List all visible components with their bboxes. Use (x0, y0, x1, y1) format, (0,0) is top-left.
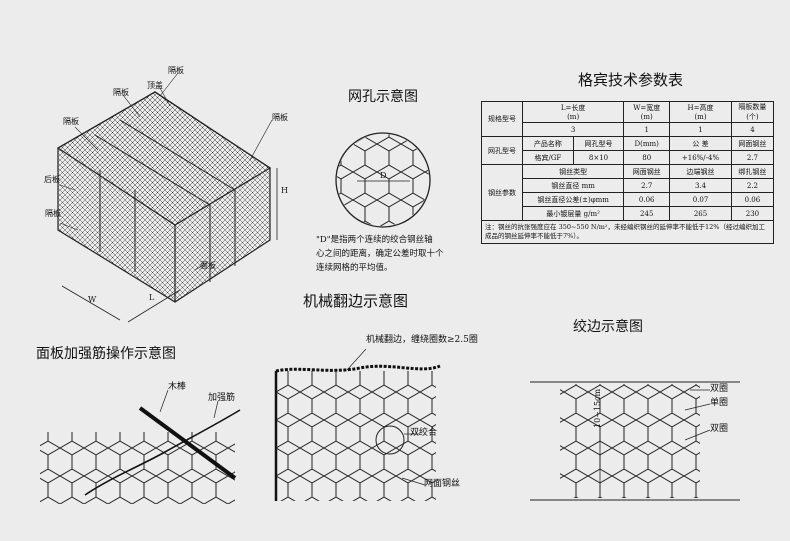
wire-r2-c1: 245 (623, 206, 671, 221)
mesh-hole-desc-1: "D"是指两个连续的绞合钢丝轴 (316, 235, 433, 245)
box-dim-w: W (88, 295, 97, 304)
wire-r0-c1: 2.7 (623, 178, 671, 193)
wire-col-0: 钢丝类型 (521, 164, 625, 179)
panel-rib-label: 加强筋 (208, 393, 236, 403)
mesh-hole-d-label: D (380, 171, 387, 180)
box-label-partition-far: 隔板 (63, 117, 79, 126)
mesh-hole-desc-2: 心之间的距离，确定公差时取十个 (316, 249, 444, 259)
wire-col-1: 网面钢丝 (623, 164, 671, 179)
box-label-back-panel: 后板 (44, 175, 60, 184)
edge-fold-twist-label: 双绞合 (410, 428, 438, 438)
spec-val-w: 1 (623, 122, 671, 137)
panel-rib-drawing (40, 389, 241, 504)
spec-col-partitions: 隔板数量 (个) (730, 101, 775, 123)
spec-note: 注：钢丝的抗张强度应在 350~550 N/m²，未经编织钢丝的延伸率不能低于1… (481, 220, 774, 244)
box-label-face-panel: 面板 (200, 261, 216, 270)
wire-col-3: 绑扎钢丝 (730, 164, 775, 179)
spec-header-spec: 规格型号 (481, 101, 523, 137)
mesh-val-1: 8×10 (572, 150, 625, 165)
mesh-hole-drawing (335, 132, 431, 228)
twist-edge-label-double-bottom: 双圈 (710, 424, 729, 434)
spec-col-h: H=高度 (m) (669, 101, 732, 123)
spec-header-wire: 钢丝参数 (481, 164, 523, 221)
mesh-val-2: 80 (623, 150, 671, 165)
wire-r1-c1: 0.06 (623, 192, 671, 207)
wire-r2-c2: 265 (669, 206, 732, 221)
mesh-col-1: 网孔型号 (572, 136, 625, 151)
wire-r0-c3: 2.2 (730, 178, 775, 193)
spec-val-h: 1 (669, 122, 732, 137)
wire-r0-c2: 3.4 (669, 178, 732, 193)
spec-table: 规格型号 L=长度 (m) W=宽度 (m) H=高度 (m) 隔板数量 (个)… (481, 101, 775, 244)
wire-r0-c0: 钢丝直径 mm (521, 178, 625, 193)
box-label-partition-top: 隔板 (168, 66, 184, 75)
panel-stick-label: 木棒 (168, 382, 187, 392)
panel-title: 面板加强筋操作示意图 (36, 346, 176, 362)
spec-col-w: W=宽度 (m) (623, 101, 671, 123)
twist-edge-drawing (530, 381, 740, 501)
twist-edge-label-single: 单圈 (710, 398, 729, 408)
spec-col-l: L=长度 (m) (521, 101, 625, 123)
box-label-partition-bottom: 隔板 (45, 209, 61, 218)
mesh-col-2: D(mm) (623, 136, 671, 151)
spec-val-l: 3 (521, 122, 625, 137)
wire-col-2: 边端钢丝 (669, 164, 732, 179)
wire-r1-c0: 钢丝直径公差(±)φmm (521, 192, 625, 207)
mesh-hole-desc-3: 连续网格的平均值。 (316, 263, 393, 273)
box-dim-l: L (149, 293, 155, 302)
box-label-partition-left: 隔板 (113, 88, 129, 97)
mesh-hole-title: 网孔示意图 (348, 89, 418, 105)
mesh-val-4: 2.7 (730, 150, 775, 165)
spec-header-mesh: 网孔型号 (481, 136, 523, 165)
edge-fold-callout: 机械翻边，缠绕圈数≥2.5圈 (366, 335, 478, 345)
wire-r2-c3: 230 (730, 206, 775, 221)
wire-r2-c0: 最小镀层量 g/m² (521, 206, 625, 221)
box-label-partition-right: 隔板 (272, 113, 288, 122)
box-dim-h: H (281, 186, 288, 195)
twist-edge-dim: 10~15cm (593, 388, 602, 428)
mesh-col-4: 网面钢丝 (730, 136, 775, 151)
gabion-box-drawing (56, 72, 278, 323)
edge-fold-drawing (274, 348, 441, 501)
mesh-col-0: 产品名称 (522, 136, 574, 151)
mesh-val-3: +16%/-4% (669, 150, 732, 165)
wire-r1-c2: 0.07 (669, 192, 732, 207)
mesh-val-0: 格宾/GF (522, 150, 574, 165)
spec-val-partitions: 4 (730, 122, 775, 137)
spec-title: 格宾技术参数表 (578, 71, 684, 89)
box-label-lid: 顶盖 (147, 81, 163, 90)
edge-fold-title: 机械翻边示意图 (303, 292, 409, 310)
twist-edge-label-double-top: 双圈 (710, 384, 729, 394)
mesh-col-3: 公 差 (669, 136, 732, 151)
wire-r1-c3: 0.06 (730, 192, 775, 207)
twist-edge-title: 绞边示意图 (573, 319, 643, 335)
edge-fold-wire-label: 网面钢丝 (424, 479, 461, 489)
